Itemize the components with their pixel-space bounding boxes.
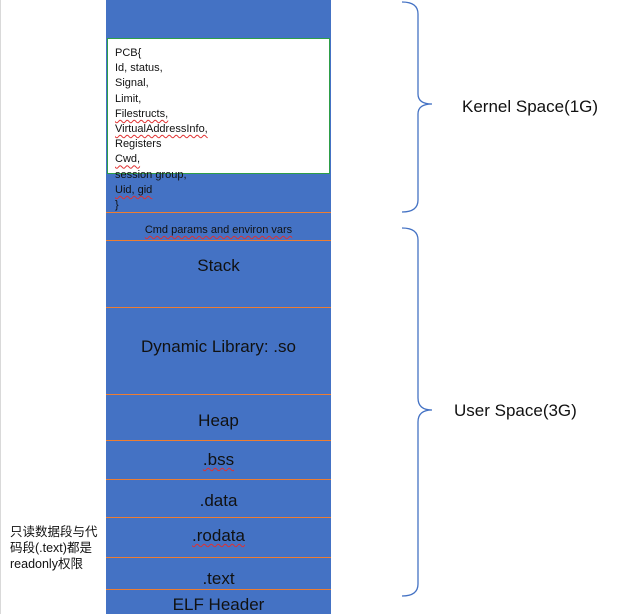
segment-divider <box>106 307 331 308</box>
kernel-space-brace <box>401 1 433 213</box>
pcb-line: Id, status, <box>115 62 163 75</box>
pcb-line: PCB{ <box>115 47 142 59</box>
user-space-brace <box>401 227 433 597</box>
segment-divider <box>106 557 331 558</box>
segment-data: .data <box>199 491 238 510</box>
segment-bss: .bss <box>202 450 235 469</box>
memory-layout-column: PCB{ Id, status, Signal, Limit, Filestru… <box>106 0 331 614</box>
segment-stack: Stack <box>197 256 240 275</box>
page-left-rule <box>0 0 1 614</box>
segment-dynamic-library: Dynamic Library: .so <box>141 337 296 356</box>
pcb-line: Uid, gid <box>115 183 153 196</box>
pcb-line: Signal, <box>115 77 149 90</box>
pcb-text: PCB{ Id, status, Signal, Limit, Filestru… <box>115 46 208 213</box>
segment-divider <box>106 517 331 518</box>
segment-elf-header: ELF Header <box>172 595 265 614</box>
pcb-line: Limit, <box>115 92 142 105</box>
segment-cmd-params: Cmd params and environ vars <box>144 224 293 236</box>
pcb-box: PCB{ Id, status, Signal, Limit, Filestru… <box>107 38 330 211</box>
pcb-line: Filestructs, <box>115 107 169 120</box>
segment-text: .text <box>202 569 235 588</box>
pcb-line: session group, <box>115 168 187 181</box>
kernel-user-divider <box>106 212 331 213</box>
pcb-line: Registers <box>115 138 162 151</box>
readonly-note: 只读数据段与代码段(.text)都是readonly权限 <box>10 525 98 571</box>
segment-heap: Heap <box>198 411 239 430</box>
pcb-line: VirtualAddressInfo, <box>115 123 208 136</box>
segment-divider <box>106 440 331 441</box>
segment-divider <box>106 479 331 480</box>
pcb-line: Cwd, <box>115 153 141 166</box>
user-space-label: User Space(3G) <box>454 401 577 420</box>
segment-divider <box>106 240 331 241</box>
kernel-space-label: Kernel Space(1G) <box>462 97 599 116</box>
segment-divider <box>106 394 331 395</box>
segment-divider <box>106 589 331 590</box>
pcb-line: } <box>115 199 119 212</box>
segment-rodata: .rodata <box>192 526 245 545</box>
